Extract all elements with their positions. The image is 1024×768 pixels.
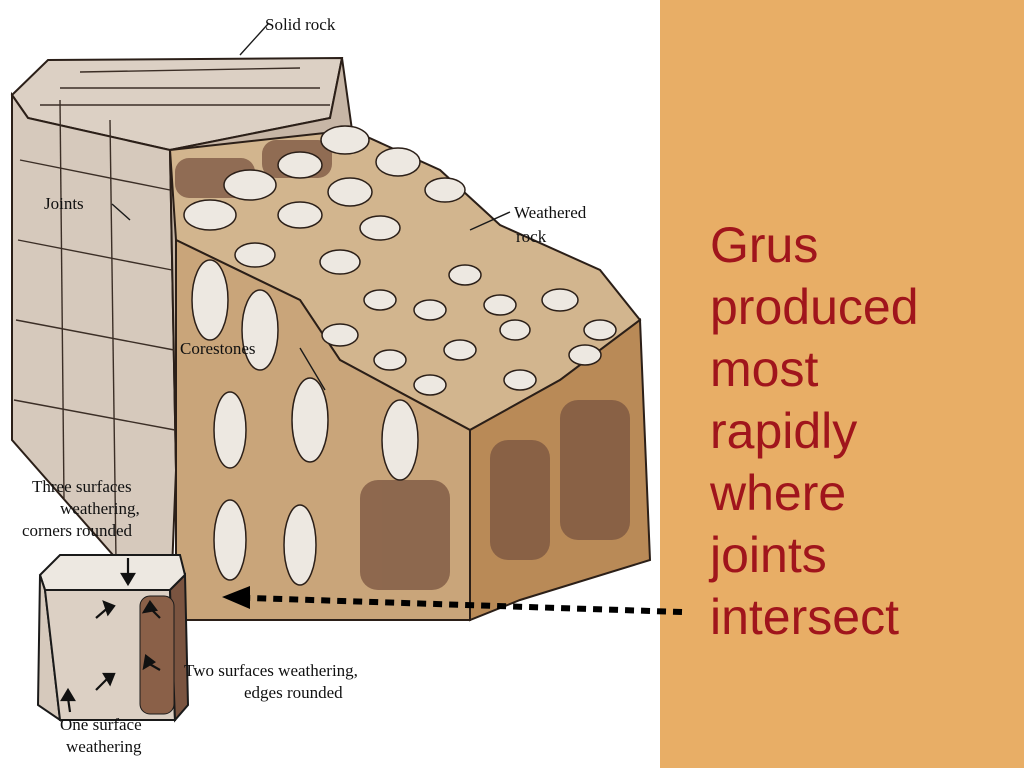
label-corestones: Corestones — [180, 339, 256, 358]
label-two-surfaces-2: edges rounded — [244, 683, 343, 702]
label-solid-rock: Solid rock — [265, 15, 336, 34]
label-three-surfaces-1: Three surfaces — [32, 477, 132, 496]
caption-line: intersect — [710, 589, 899, 645]
dark-weathered-zones — [175, 140, 630, 590]
caption-line: most — [710, 341, 819, 397]
cube-arrows — [60, 558, 161, 713]
caption-line: joints — [710, 527, 827, 583]
caption-line: rapidly — [710, 403, 858, 459]
label-joints: Joints — [44, 194, 84, 213]
weathering-diagram: Solid rock Joints Weathered rock Coresto… — [10, 15, 652, 756]
leader-lines — [111, 23, 511, 391]
solid-rock-front — [11, 91, 178, 623]
caption-line: Grus — [710, 217, 819, 273]
weathering-cube — [36, 554, 190, 723]
label-weathered-rock-1: Weathered — [514, 203, 587, 222]
label-one-surface-2: weathering — [66, 737, 142, 756]
caption-line: produced — [710, 279, 919, 335]
label-one-surface-1: One surface — [60, 715, 142, 734]
caption-line: where — [710, 465, 847, 521]
label-weathered-rock-2: rock — [516, 227, 547, 246]
joint-lines — [13, 67, 330, 561]
diagram-panel: Solid rock Joints Weathered rock Coresto… — [0, 0, 660, 768]
caption-text: Grus produced most rapidly where joints … — [710, 214, 1010, 648]
label-three-surfaces-2: weathering, — [60, 499, 140, 518]
corestones-group — [183, 125, 617, 586]
label-two-surfaces-1: Two surfaces weathering, — [184, 661, 358, 680]
label-three-surfaces-3: corners rounded — [22, 521, 132, 540]
